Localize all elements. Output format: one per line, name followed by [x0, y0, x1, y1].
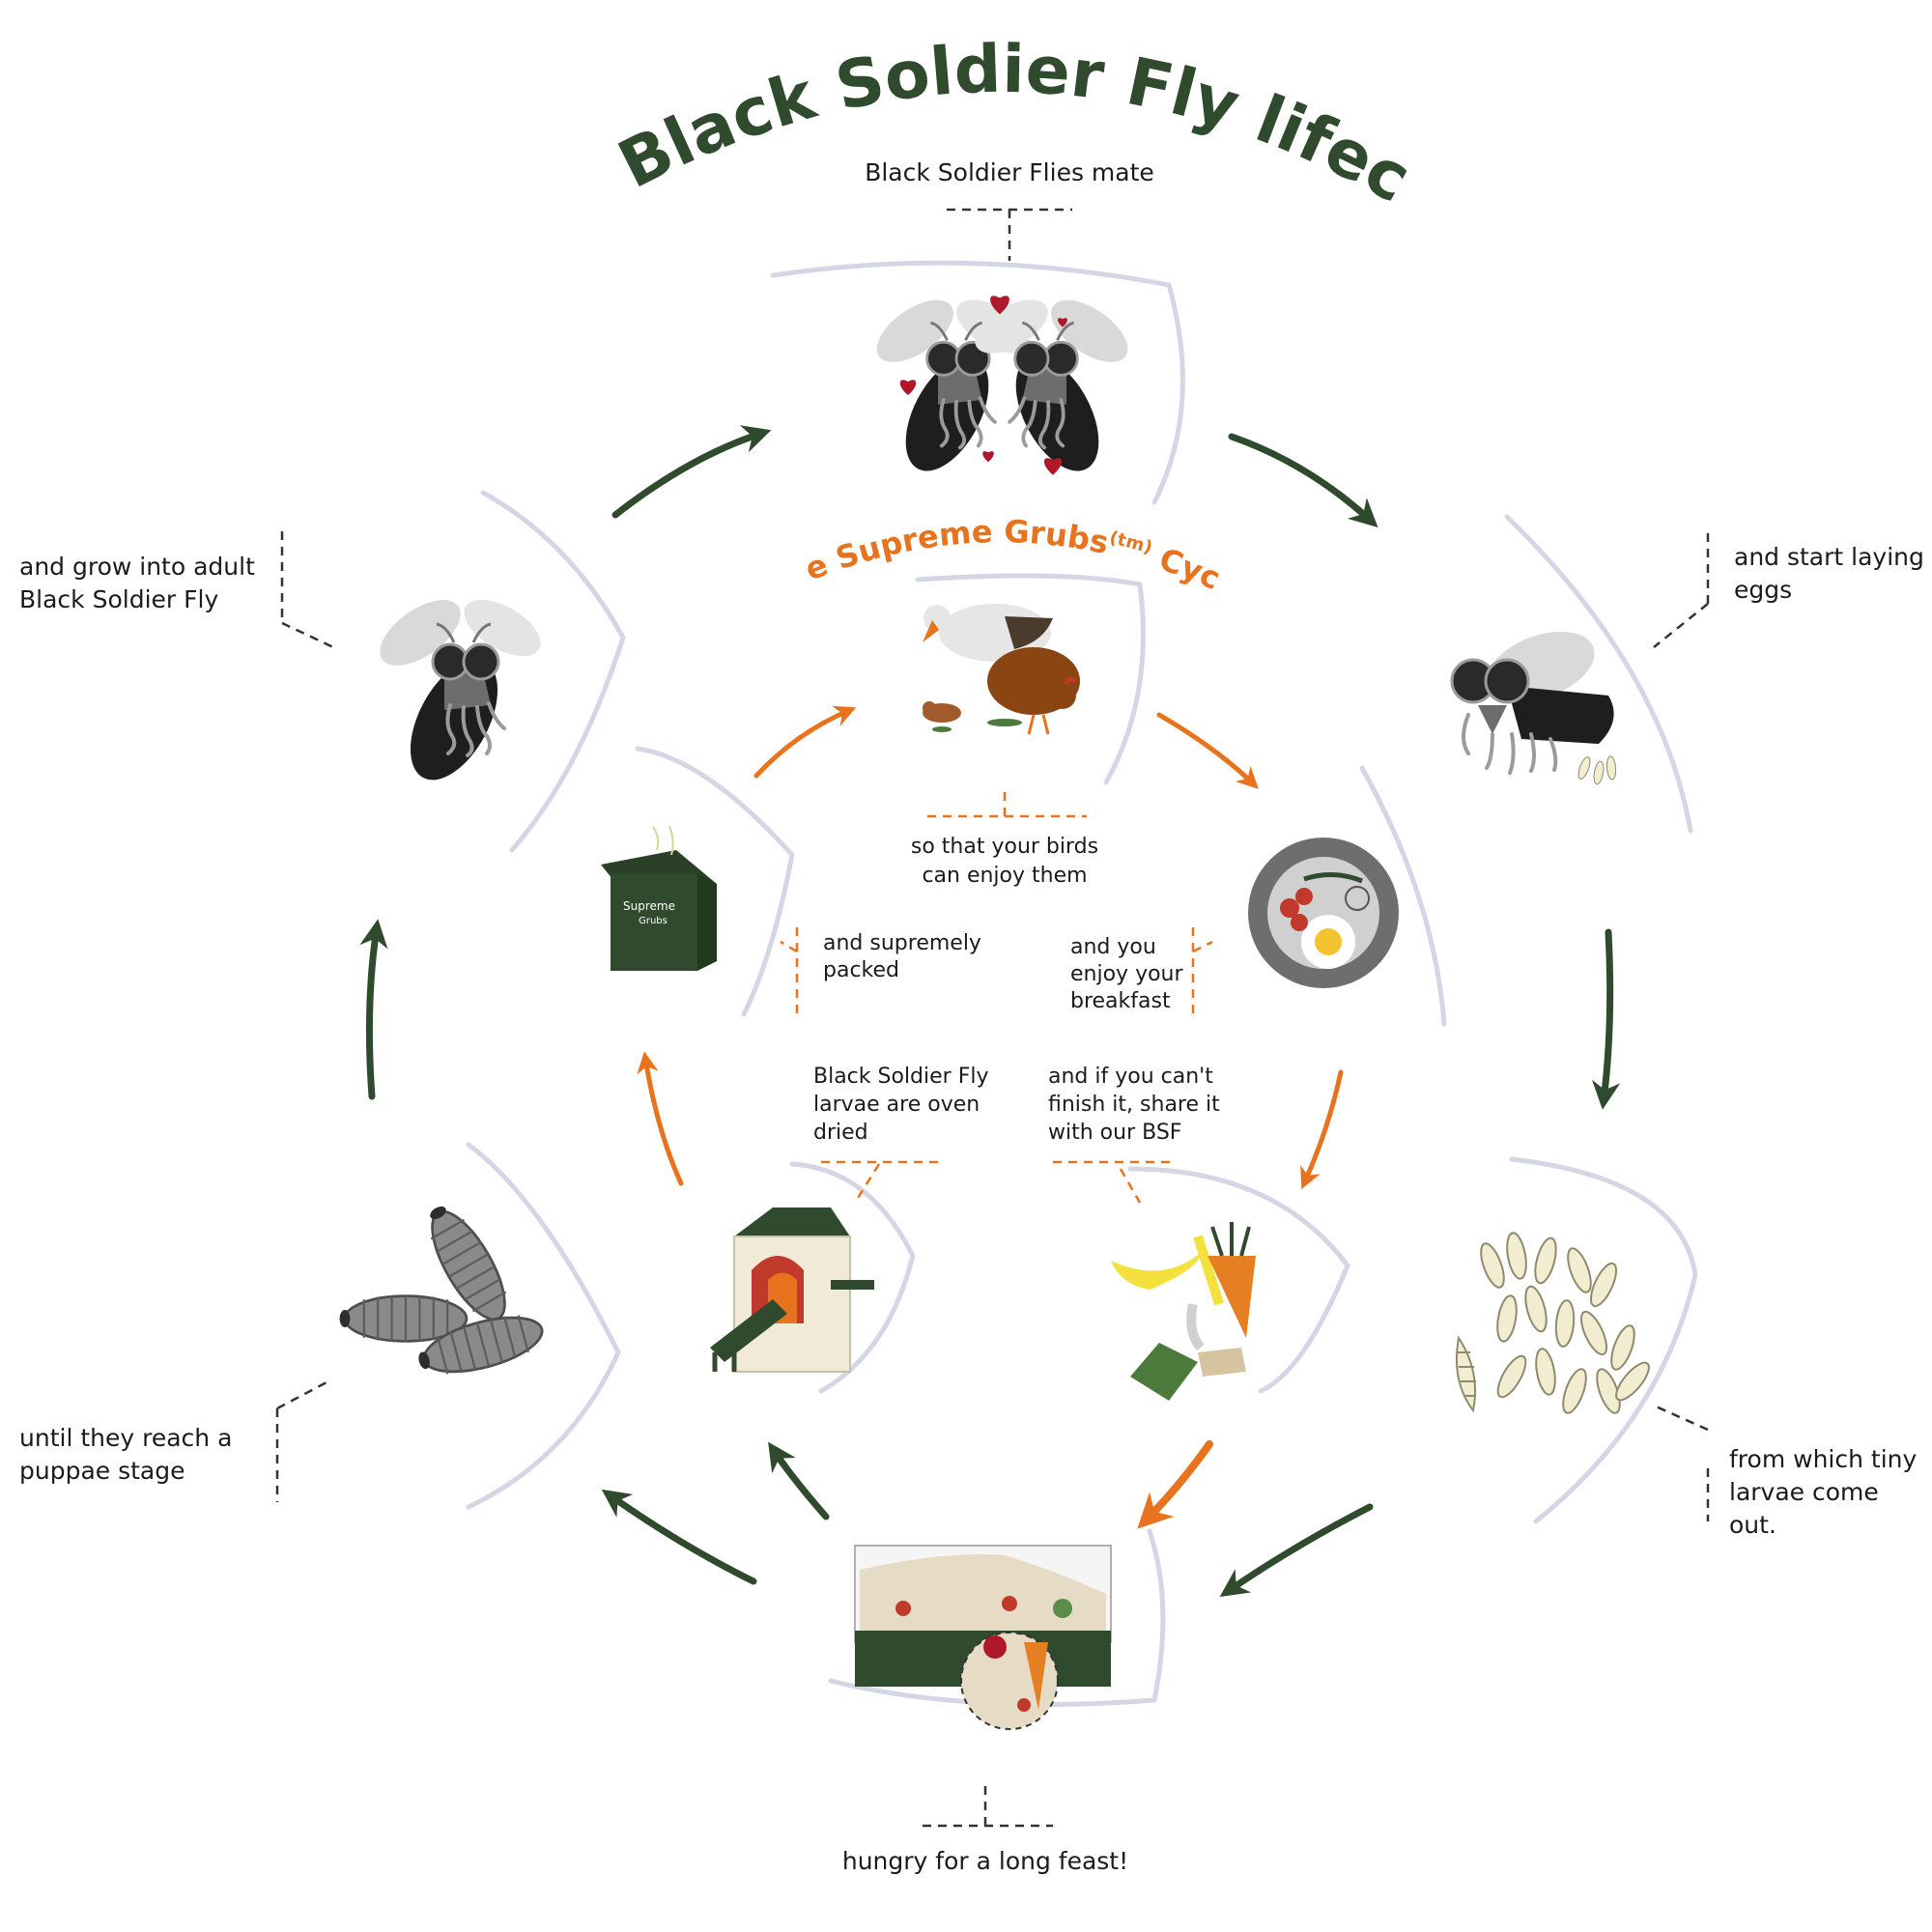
mating-flies-icon — [864, 286, 1141, 487]
outer-arrow-6 — [611, 425, 772, 519]
leader-lines-inner — [780, 792, 1213, 1204]
inner-arrow-3 — [1300, 1069, 1344, 1190]
outer-arrow-4 — [601, 1489, 757, 1585]
box-brand-top: Supreme — [623, 899, 675, 913]
supreme-grubs-box-icon: Supreme Grubs — [601, 825, 717, 971]
leader-lines-outer — [275, 208, 1710, 1828]
caption-packed: and supremely packed — [823, 931, 981, 982]
breakfast-plate-icon — [1248, 838, 1399, 988]
caption-pupae: until they reach a puppae stage — [19, 1424, 233, 1485]
caption-feast: hungry for a long feast! — [841, 1847, 1129, 1875]
outer-arrow-1 — [1228, 433, 1378, 527]
caption-larvae-out: from which tiny larvae come out. — [1729, 1445, 1918, 1539]
caption-oven: Black Soldier Fly larvae are oven dried — [813, 1065, 989, 1145]
caption-mate: Black Soldier Flies mate — [865, 158, 1154, 186]
inner-arrow-4 — [1137, 1440, 1213, 1529]
egg-laying-fly-icon — [1450, 631, 1618, 786]
food-scraps-icon — [1111, 1222, 1256, 1401]
inner-arrow-2 — [1156, 712, 1259, 789]
box-brand-bottom: Grubs — [639, 916, 668, 926]
outer-arrow-2 — [1591, 928, 1621, 1110]
feeding-bin-icon — [854, 1545, 1112, 1730]
adult-fly-icon — [366, 584, 553, 796]
outer-arrow-7 — [768, 1441, 830, 1520]
eggs-and-larvae-icon — [1455, 1230, 1656, 1417]
caption-share: and if you can't finish it, share it wit… — [1048, 1065, 1220, 1145]
outer-arrow-5 — [359, 919, 388, 1100]
panel-outlines — [466, 260, 1698, 1707]
inner-arrow-1 — [753, 705, 857, 779]
caption-birds: so that your birds can enjoy them — [910, 835, 1099, 888]
birds-icon — [923, 604, 1080, 735]
subtitle-superscript: (tm) — [1107, 527, 1154, 558]
caption-lay-eggs: and start laying eggs — [1734, 543, 1924, 604]
outer-cycle-arrows — [359, 425, 1621, 1597]
inner-cycle-arrows — [637, 705, 1344, 1529]
inner-arrow-5 — [637, 1051, 684, 1186]
outer-arrow-3 — [1219, 1503, 1374, 1597]
caption-breakfast: and you enjoy your breakfast — [1070, 935, 1183, 1013]
drying-oven-icon — [710, 1208, 874, 1373]
pupae-icon — [338, 1195, 550, 1385]
caption-adult: and grow into adult Black Soldier Fly — [19, 553, 255, 613]
diagram-title: The Black Soldier Fly lifecycle — [0, 0, 1423, 218]
